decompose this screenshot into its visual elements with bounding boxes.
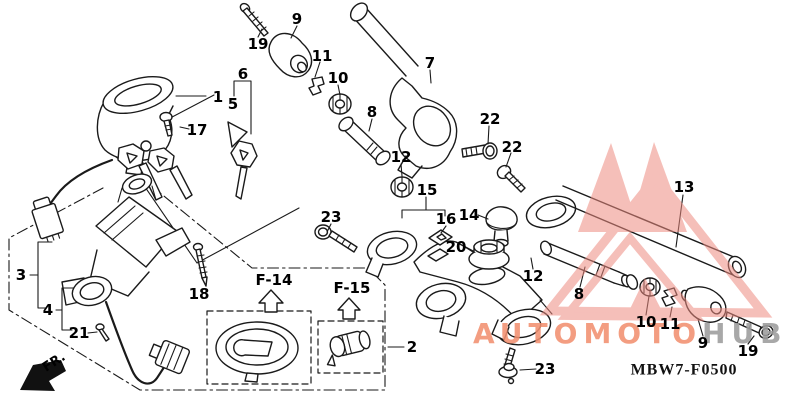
part-label-9: 9 (698, 334, 708, 352)
part-12-bush-top (390, 176, 414, 198)
inset-box-f14 (206, 310, 312, 385)
part-label-14: 14 (459, 206, 480, 224)
part-8-rod-top (338, 116, 391, 166)
part-label-16: 16 (436, 210, 457, 228)
part-label-1: 1 (213, 88, 223, 106)
leader-lines (29, 25, 755, 371)
watermark-brand-text: AUTOMOTOHUB (473, 317, 788, 350)
inset-label-f14: F-14 (256, 271, 293, 289)
part-7-handle-holder (349, 2, 458, 179)
diagram-artwork (8, 2, 774, 391)
part-label-4: 4 (43, 301, 53, 319)
part-label-22: 22 (480, 110, 501, 128)
part-label-13: 13 (674, 178, 695, 196)
part-3-ignition-switch (89, 173, 191, 297)
part-10-bushing-top (328, 93, 352, 115)
watermark-logo (539, 142, 773, 322)
part-11-clip-top (308, 76, 325, 96)
part-label-20: 20 (446, 238, 467, 256)
part-label-18: 18 (189, 285, 210, 303)
part-label-15: 15 (417, 181, 438, 199)
part-4-receiver (61, 275, 113, 307)
f14-arrow-icon (258, 289, 284, 313)
part-label-23: 23 (321, 208, 342, 226)
part-label-3: 3 (16, 266, 26, 284)
brand-first: AUTOMOTO (473, 317, 702, 350)
inset-label-f15: F-15 (334, 279, 371, 297)
part-9-weight-top (268, 32, 313, 78)
part-label-2: 2 (407, 338, 417, 356)
part-label-12: 12 (523, 267, 544, 285)
part-22-bolt-b (496, 164, 526, 193)
group-boundary (8, 151, 386, 391)
part-5-key-blank (227, 121, 248, 148)
part-label-22: 22 (502, 138, 523, 156)
lock-cylinder (326, 330, 371, 367)
part-label-9: 9 (292, 10, 302, 28)
part-label-5: 5 (228, 95, 238, 113)
part-label-12: 12 (391, 148, 412, 166)
part-label-17: 17 (187, 121, 208, 139)
logo-center-triangle (628, 278, 663, 313)
part-17-screw (159, 111, 173, 137)
part-label-8: 8 (574, 285, 584, 303)
part-label-19: 19 (248, 35, 269, 53)
logo-m-right-triangle (628, 142, 687, 232)
part-18-screw (192, 242, 208, 287)
part-label-23: 23 (535, 360, 556, 378)
part-23-bolt-bottom (498, 347, 518, 385)
diagram-code: MBW7-F0500 (631, 362, 738, 379)
part-16-clip (428, 229, 453, 246)
part-21-screw (95, 323, 110, 342)
part-label-10: 10 (328, 69, 349, 87)
top-bridge (365, 195, 577, 346)
inset-box-f15 (317, 320, 384, 374)
part-19-screw-right (725, 311, 774, 339)
logo-inner-triangle (557, 231, 705, 322)
part-label-11: 11 (660, 315, 681, 333)
part-label-11: 11 (312, 47, 333, 65)
part-22-bolt-a (461, 142, 498, 160)
wire-harness-sensor (104, 300, 191, 385)
part-label-19: 19 (738, 342, 759, 360)
part-label-7: 7 (425, 54, 435, 72)
part-label-21: 21 (69, 324, 90, 342)
logo-m-left-triangle (578, 143, 640, 232)
part-19-screw-top (239, 2, 269, 37)
brand-second: HUB (702, 317, 788, 350)
part-23-bolt-left (314, 224, 358, 253)
f15-arrow-icon (337, 297, 361, 320)
part-label-6: 6 (238, 65, 248, 83)
wire-harness-main (31, 158, 114, 243)
part-label-10: 10 (636, 313, 657, 331)
part-20-stem-nut (468, 239, 510, 270)
fuel-cap (215, 321, 299, 383)
part-label-8: 8 (367, 103, 377, 121)
fr-arrow-icon (20, 360, 66, 391)
part-6-key (230, 140, 258, 200)
